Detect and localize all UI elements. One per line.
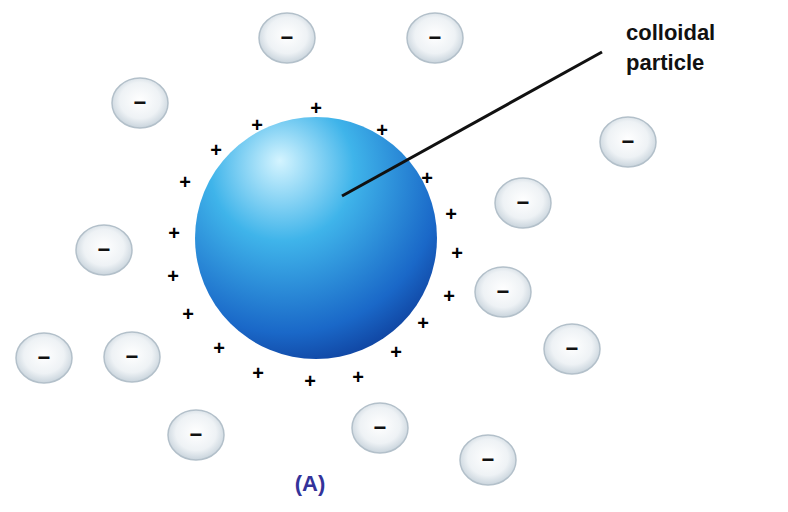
negative-ion: −	[167, 409, 225, 461]
charge-sign: +	[376, 120, 388, 140]
charge-sign: −	[543, 323, 601, 375]
charge-sign: +	[179, 172, 191, 192]
charge-sign: +	[310, 98, 322, 118]
colloidal-particle	[195, 117, 437, 359]
charge-sign: −	[258, 12, 316, 64]
charge-sign: +	[210, 140, 222, 160]
negative-ion: −	[111, 77, 169, 129]
charge-sign: −	[15, 332, 73, 384]
negative-ion: −	[75, 224, 133, 276]
negative-ion: −	[474, 266, 532, 318]
charge-sign: +	[304, 371, 316, 391]
negative-ion: −	[15, 332, 73, 384]
charge-sign: −	[459, 434, 517, 486]
charge-sign: +	[252, 363, 264, 383]
negative-ion: −	[406, 12, 464, 64]
charge-sign: +	[213, 338, 225, 358]
charge-sign: +	[251, 115, 263, 135]
negative-ion: −	[103, 331, 161, 383]
charge-sign: −	[75, 224, 133, 276]
charge-sign: +	[182, 304, 194, 324]
charge-sign: +	[168, 223, 180, 243]
charge-sign: +	[445, 204, 457, 224]
charge-sign: −	[103, 331, 161, 383]
charge-sign: +	[451, 243, 463, 263]
charge-sign: +	[417, 313, 429, 333]
charge-sign: +	[390, 342, 402, 362]
figure-caption: (A)	[295, 471, 326, 497]
callout-label: colloidal particle	[626, 18, 756, 77]
negative-ion: −	[351, 402, 409, 454]
negative-ion: −	[494, 177, 552, 229]
charge-sign: −	[494, 177, 552, 229]
charge-sign: −	[351, 402, 409, 454]
charge-sign: +	[167, 266, 179, 286]
charge-sign: −	[474, 266, 532, 318]
charge-sign: +	[352, 367, 364, 387]
charge-sign: −	[406, 12, 464, 64]
charge-sign: +	[421, 168, 433, 188]
negative-ion: −	[459, 434, 517, 486]
negative-ion: −	[543, 323, 601, 375]
charge-sign: −	[167, 409, 225, 461]
negative-ion: −	[599, 116, 657, 168]
charge-sign: +	[443, 286, 455, 306]
negative-ion: −	[258, 12, 316, 64]
leader-line	[342, 52, 602, 196]
charge-sign: −	[111, 77, 169, 129]
charge-sign: −	[599, 116, 657, 168]
